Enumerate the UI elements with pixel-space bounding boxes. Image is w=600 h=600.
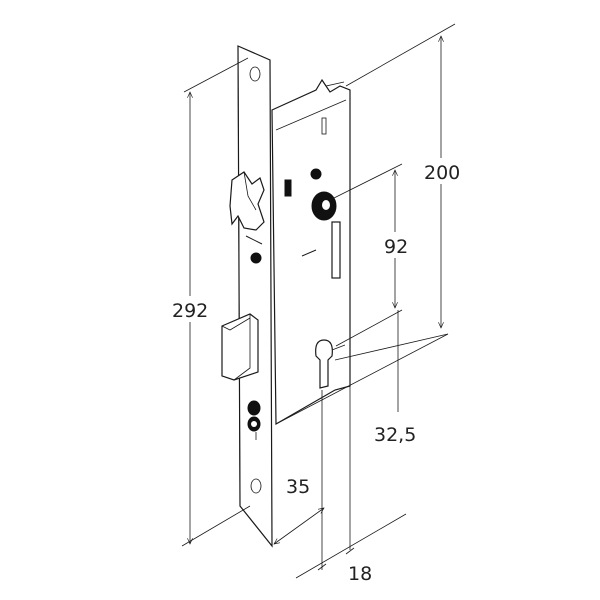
top-slot <box>321 117 327 135</box>
marker-dash <box>301 249 317 257</box>
dimension-18: 18 <box>295 386 407 585</box>
screw-hole <box>310 168 322 180</box>
dim-label-32-5: 32,5 <box>374 424 416 446</box>
dim-label-292: 292 <box>172 300 208 322</box>
faceplate <box>221 45 273 548</box>
dim-label-200: 200 <box>424 162 460 184</box>
follower-hole <box>250 252 262 264</box>
cylinder-hole-top <box>247 400 261 416</box>
cylinder-cutout <box>315 339 333 389</box>
top-screw-hole <box>249 66 261 82</box>
body-slot <box>331 221 341 279</box>
bottom-screw-hole <box>250 478 262 494</box>
small-slot <box>284 179 292 197</box>
dim-label-35: 35 <box>286 476 310 498</box>
dimension-292: 292 <box>170 57 251 547</box>
lock-body <box>271 78 351 426</box>
dimension-32-5: 32,5 <box>275 310 449 446</box>
dim-label-92: 92 <box>384 236 408 258</box>
spindle-center <box>322 200 330 210</box>
latch-bolt <box>229 171 265 231</box>
dimension-200: 200 <box>334 23 464 361</box>
dim-label-18: 18 <box>348 563 372 585</box>
dimension-35: 35 <box>274 390 324 570</box>
dimension-92: 92 <box>329 163 414 347</box>
